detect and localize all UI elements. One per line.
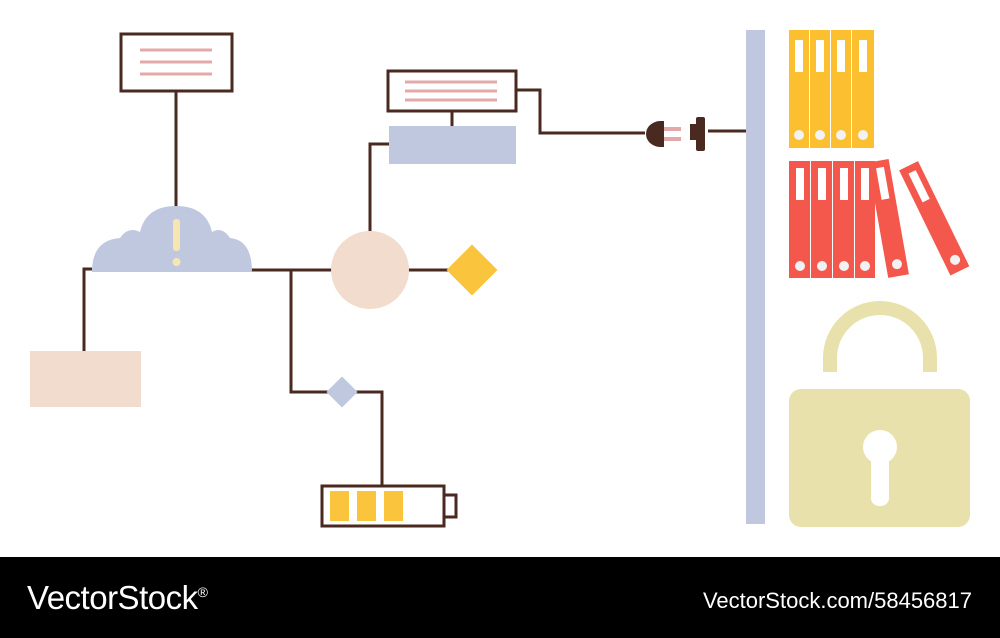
binder-icon	[852, 30, 874, 148]
hub-circle	[331, 231, 409, 309]
line-cloud-left-to-box	[82, 267, 92, 352]
binder-icon	[831, 30, 851, 148]
plug-icon	[646, 121, 681, 147]
binder-icon	[855, 161, 875, 278]
line-circle-to-panel	[368, 142, 389, 232]
battery-cell-3	[384, 491, 403, 521]
divider-pole	[746, 30, 765, 524]
binder-icon	[811, 161, 832, 278]
binder-row-top	[789, 30, 874, 148]
battery-cell-1	[330, 491, 349, 521]
warning-cloud-icon	[92, 206, 252, 272]
binder-icon	[867, 158, 909, 278]
socket-icon	[690, 117, 705, 151]
blue-diamond	[326, 376, 358, 408]
note-box-top	[119, 32, 234, 93]
yellow-diamond	[446, 244, 498, 296]
blue-panel	[389, 126, 516, 164]
monitor-note	[386, 69, 518, 113]
battery-cell-2	[357, 491, 376, 521]
binder-row-bottom	[789, 158, 970, 278]
watermark-footer: VectorStock® VectorStock.com/58456817	[0, 557, 1000, 638]
network-security-illustration	[30, 30, 970, 528]
binder-icon	[899, 161, 970, 276]
binder-icon	[789, 161, 810, 278]
binder-icon	[789, 30, 809, 148]
brand-logo: VectorStock®	[27, 579, 208, 616]
image-id-text: VectorStock.com/58456817	[702, 588, 972, 613]
binder-icon	[810, 30, 830, 148]
padlock-icon	[789, 301, 970, 527]
line-branch-down	[289, 270, 330, 394]
line-monitor-to-plug	[516, 88, 645, 135]
line-diamond-to-battery	[354, 390, 384, 487]
peach-box	[30, 351, 141, 407]
binder-icon	[833, 161, 854, 278]
battery-icon	[320, 484, 458, 528]
connector-lines	[82, 88, 746, 487]
